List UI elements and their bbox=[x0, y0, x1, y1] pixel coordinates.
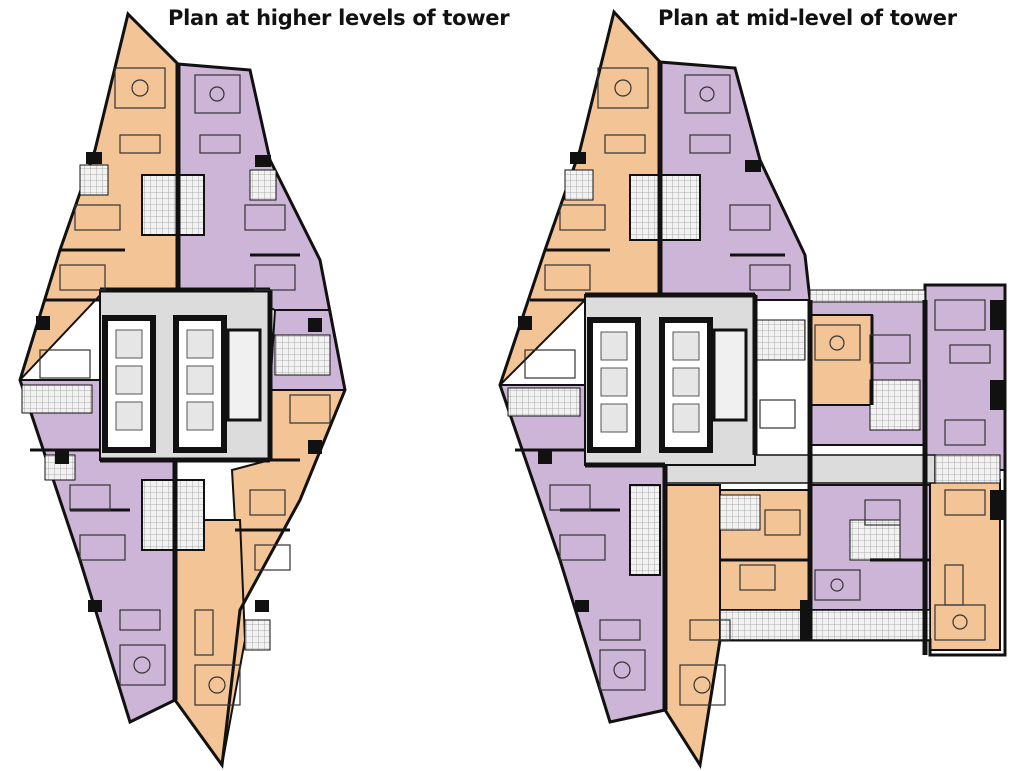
apartment-orange-south bbox=[174, 519, 247, 768]
apartment-orange-east-bottom bbox=[929, 479, 1001, 651]
plan-mid-level bbox=[498, 8, 1007, 770]
plan-title-mid-level: Plan at mid-level of tower bbox=[658, 6, 957, 30]
plan-higher-levels bbox=[18, 11, 347, 770]
stair bbox=[226, 328, 262, 422]
plan-title-higher-levels: Plan at higher levels of tower bbox=[168, 6, 510, 30]
